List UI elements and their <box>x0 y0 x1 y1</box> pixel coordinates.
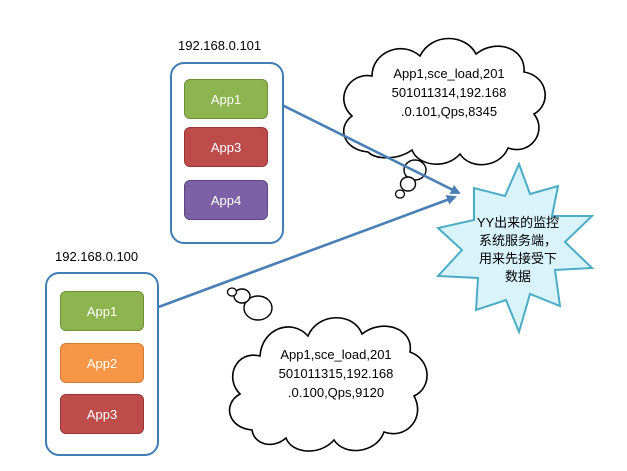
message-line: App1,sce_load,201 <box>280 347 392 362</box>
server-ip-label: 192.168.0.100 <box>55 249 139 264</box>
monitor-starburst <box>435 161 595 336</box>
arrow-server2-to-monitor <box>144 195 457 314</box>
monitor-line: YY出来的监控 <box>476 215 560 230</box>
monitor-line: 数据 <box>504 269 531 284</box>
monitor-line: 用来先接受下 <box>478 251 557 266</box>
monitor-line: 系统服务端， <box>478 233 557 248</box>
message-line: .0.101,Qps,8345 <box>400 104 498 119</box>
message-line: App1,sce_load,201 <box>393 66 505 81</box>
message-text: App1,sce_load,201 501011315,192.168 .0.1… <box>260 345 412 402</box>
message-line: .0.100,Qps,9120 <box>287 385 385 400</box>
message-text: App1,sce_load,201 501011314,192.168 .0.1… <box>374 64 524 121</box>
app-block-app1: App1 <box>60 291 144 331</box>
monitor-text: YY出来的监控 系统服务端， 用来先接受下 数据 <box>463 214 573 286</box>
message-cloud-bottom <box>226 287 428 452</box>
app-block-app4: App4 <box>184 180 268 220</box>
app-block-app1: App1 <box>184 79 268 119</box>
app-block-app3: App3 <box>60 394 144 434</box>
server-ip-label: 192.168.0.101 <box>178 38 262 53</box>
app-block-app2: App2 <box>60 343 144 383</box>
message-cloud-top <box>342 37 546 199</box>
message-line: 501011314,192.168 <box>391 85 507 100</box>
app-block-app3: App3 <box>184 127 268 167</box>
arrow-server1-to-monitor <box>267 96 461 195</box>
message-line: 501011315,192.168 <box>278 366 394 381</box>
